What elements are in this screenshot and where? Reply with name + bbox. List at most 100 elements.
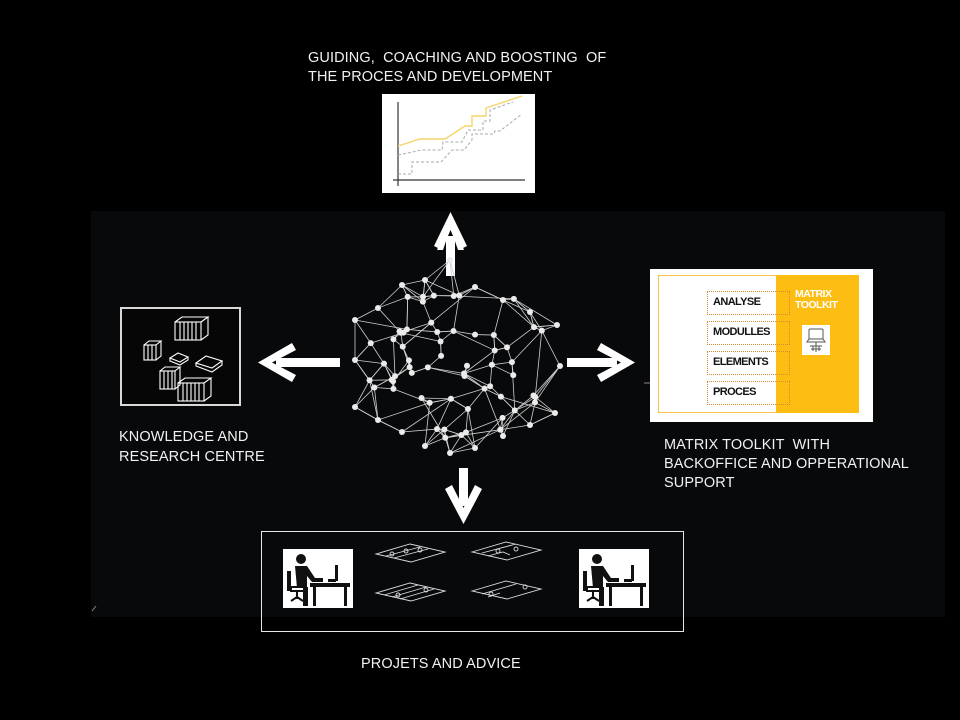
network-edge bbox=[467, 388, 485, 410]
arrow-down-icon bbox=[445, 468, 482, 524]
network-edge bbox=[449, 429, 501, 454]
network-edge bbox=[354, 342, 372, 361]
network-edge bbox=[449, 259, 460, 296]
network-edge bbox=[422, 301, 432, 323]
network-node bbox=[390, 378, 397, 385]
network-node bbox=[380, 360, 387, 367]
network-node bbox=[487, 383, 494, 390]
network-edge bbox=[533, 324, 558, 328]
network-edge bbox=[513, 298, 535, 328]
toolkit-title-line-2: TOOLKIT bbox=[795, 299, 838, 311]
network-node bbox=[430, 292, 437, 299]
network-edge bbox=[421, 397, 446, 439]
network-node bbox=[396, 328, 403, 335]
network-node bbox=[511, 407, 518, 414]
network-node bbox=[447, 257, 453, 263]
network-node bbox=[497, 426, 504, 433]
network-node bbox=[375, 305, 381, 311]
network-edge bbox=[354, 406, 379, 421]
network-edge bbox=[474, 417, 503, 449]
network-edge bbox=[401, 398, 452, 433]
network-node bbox=[527, 422, 533, 428]
books-library-icon bbox=[120, 307, 241, 406]
toolkit-row-modulles: MODULLES bbox=[707, 321, 790, 345]
network-edge bbox=[506, 326, 535, 348]
network-edge bbox=[354, 359, 385, 365]
network-node bbox=[472, 445, 478, 451]
book-stack-icon bbox=[177, 377, 213, 402]
network-edge bbox=[354, 387, 375, 408]
open-book-icon bbox=[194, 355, 224, 373]
network-edge bbox=[422, 259, 451, 298]
network-edge bbox=[500, 424, 531, 431]
network-edge bbox=[449, 259, 455, 297]
network-node bbox=[399, 429, 405, 435]
network-node bbox=[441, 426, 448, 433]
projects-box bbox=[261, 531, 684, 632]
arrow-right-icon bbox=[567, 343, 635, 382]
network-node bbox=[399, 343, 406, 350]
left-label-line-1: KNOWLEDGE AND bbox=[119, 429, 249, 445]
network-edge bbox=[377, 419, 403, 433]
network-edge bbox=[514, 396, 536, 411]
network-node bbox=[438, 352, 445, 359]
network-node bbox=[504, 344, 511, 351]
network-edge bbox=[453, 330, 476, 335]
right-label-line-2: BACKOFFICE AND OPPERATIONAL bbox=[664, 456, 909, 472]
network-edge bbox=[513, 298, 531, 313]
network-node bbox=[447, 450, 453, 456]
network-node bbox=[352, 404, 358, 410]
toolkit-row-elements: ELEMENTS bbox=[707, 351, 790, 375]
network-edge bbox=[369, 363, 385, 381]
network-node bbox=[499, 414, 506, 421]
network-edge bbox=[534, 396, 556, 414]
network-edge bbox=[377, 296, 408, 309]
network-node bbox=[472, 331, 479, 338]
network-node bbox=[532, 399, 539, 406]
network-edge bbox=[436, 398, 452, 430]
network-edge bbox=[401, 428, 438, 433]
right-label-line-1: MATRIX TOOLKIT WITH bbox=[664, 437, 831, 453]
network-edge bbox=[354, 307, 379, 321]
network-edge bbox=[424, 428, 438, 447]
network-edge bbox=[449, 447, 476, 454]
network-node bbox=[460, 370, 467, 377]
network-node bbox=[352, 357, 358, 363]
network-edge bbox=[401, 284, 424, 302]
network-edge bbox=[374, 387, 394, 390]
network-node bbox=[408, 369, 415, 376]
computer-network-icon bbox=[802, 325, 830, 355]
network-node bbox=[390, 336, 397, 343]
toolkit-title: MATRIX TOOLKIT bbox=[795, 288, 838, 311]
top-label-line-1: GUIDING, COACHING AND BOOSTING OF bbox=[308, 50, 607, 66]
network-edge bbox=[453, 330, 495, 351]
arrow-up-icon bbox=[434, 212, 467, 276]
network-node bbox=[481, 385, 488, 392]
network-node bbox=[433, 426, 440, 433]
network-edge bbox=[493, 334, 508, 348]
right-label-line-3: SUPPORT bbox=[664, 475, 735, 491]
toolkit-title-line-1: MATRIX bbox=[795, 288, 832, 300]
network-edge bbox=[400, 332, 441, 342]
network-node bbox=[405, 357, 412, 364]
network-node bbox=[371, 384, 378, 391]
network-edge bbox=[534, 330, 543, 397]
network-edge bbox=[444, 429, 451, 454]
network-edge bbox=[424, 402, 431, 447]
network-node bbox=[442, 434, 449, 441]
network-node bbox=[554, 322, 560, 328]
network-node bbox=[557, 363, 563, 369]
network-node bbox=[490, 332, 497, 339]
network-node bbox=[450, 327, 457, 334]
network-edge bbox=[370, 342, 385, 364]
right-node-label: MATRIX TOOLKIT WITH BACKOFFICE AND OPPER… bbox=[664, 436, 909, 493]
network-node bbox=[456, 292, 463, 299]
network-node bbox=[527, 309, 533, 315]
network-edge bbox=[370, 332, 404, 344]
network-node bbox=[491, 347, 498, 354]
network-edge bbox=[421, 397, 451, 400]
network-node bbox=[406, 364, 413, 371]
arrow-left-icon bbox=[258, 343, 340, 382]
network-edge bbox=[377, 402, 430, 421]
